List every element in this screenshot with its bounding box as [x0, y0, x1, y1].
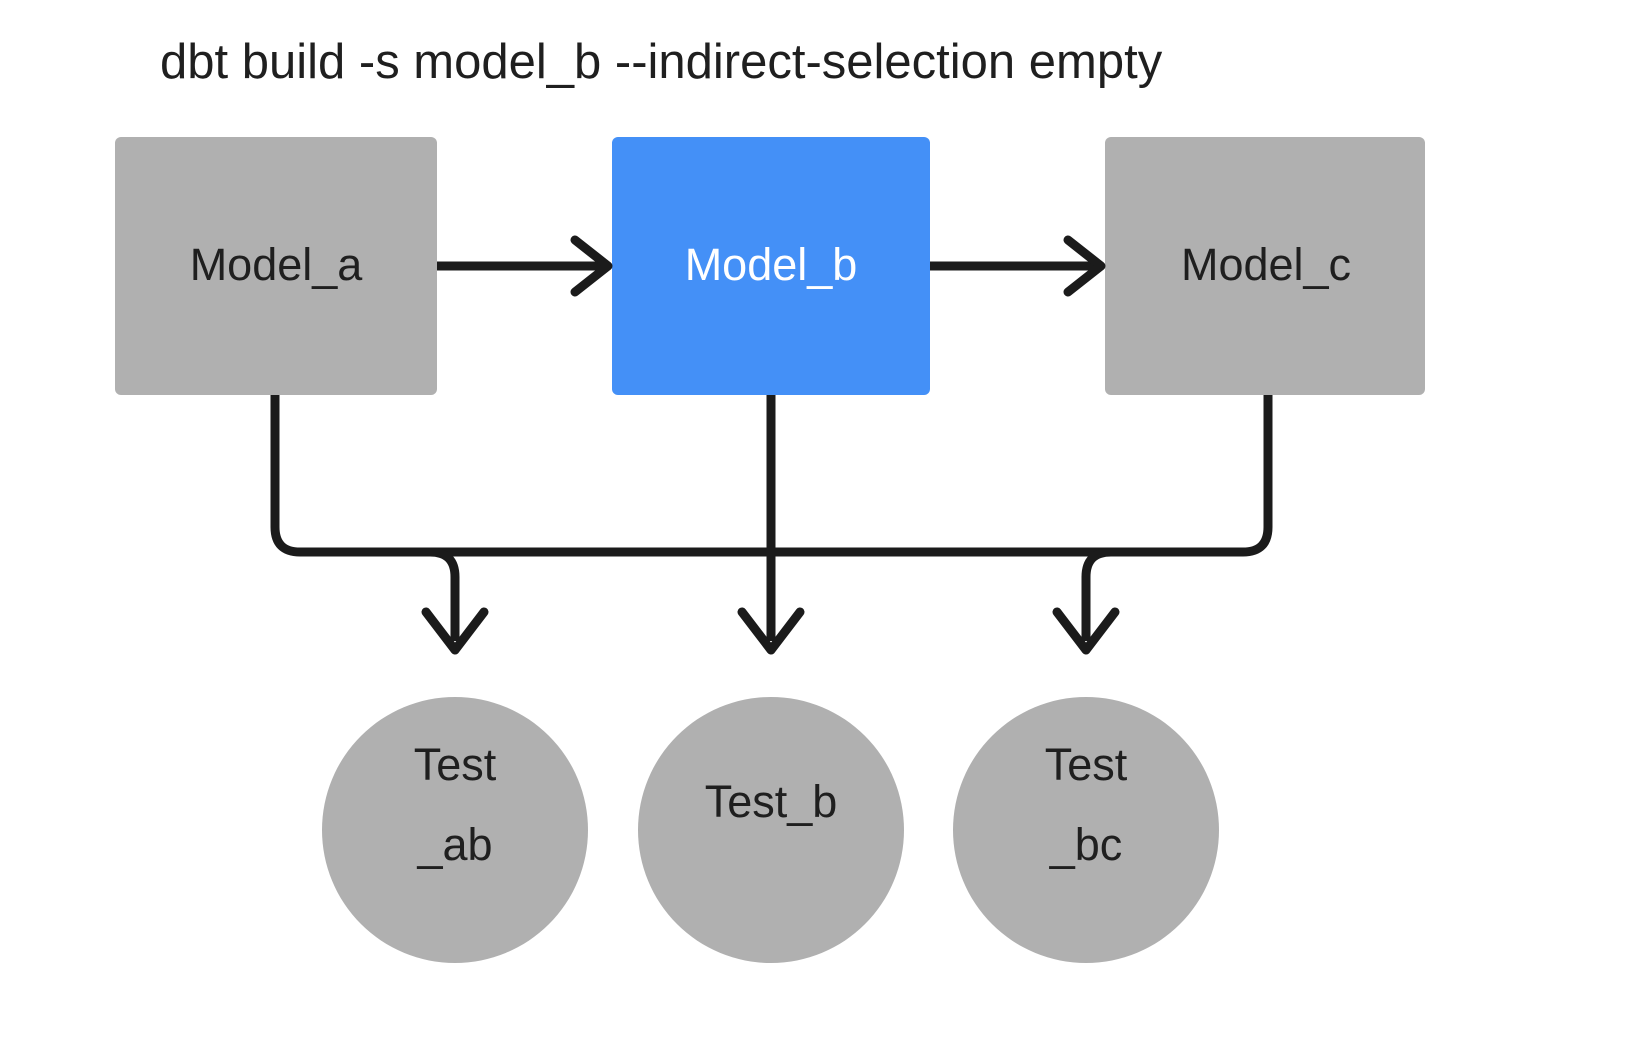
edge-model-a-to-model-b	[437, 235, 613, 297]
model-b-label: Model_b	[685, 239, 858, 290]
edge-branch-to-test-ab	[421, 547, 489, 655]
model-b-shape[interactable]	[612, 137, 930, 395]
test-bc-label-line1: Test	[1045, 739, 1128, 790]
edge-model-b-to-model-c	[930, 235, 1106, 297]
test-b-shape[interactable]	[638, 697, 904, 963]
node-model-c[interactable]: Model_c	[1105, 137, 1425, 395]
test-ab-shape[interactable]	[322, 697, 588, 963]
test-b-label-line1: Test_b	[705, 776, 838, 827]
test-ab-label-line1: Test	[414, 739, 497, 790]
model-a-shape[interactable]	[115, 137, 437, 395]
node-model-a[interactable]: Model_a	[115, 137, 437, 395]
edge-branch-to-test-bc	[1052, 547, 1120, 655]
node-test-b[interactable]: Test_b	[638, 697, 904, 963]
test-bc-label-line2: _bc	[1049, 819, 1123, 870]
edge-model-c-to-test-bc	[1086, 395, 1273, 557]
node-test-ab[interactable]: Test _ab	[322, 697, 588, 963]
edge-model-a-to-test-ab	[270, 395, 455, 557]
model-c-label: Model_c	[1181, 239, 1351, 290]
test-ab-label-line2: _ab	[416, 819, 492, 870]
node-model-b[interactable]: Model_b	[612, 137, 930, 395]
test-bc-shape[interactable]	[953, 697, 1219, 963]
diagram-title: dbt build -s model_b --indirect-selectio…	[160, 35, 1163, 89]
model-c-shape[interactable]	[1105, 137, 1425, 395]
node-test-bc[interactable]: Test _bc	[953, 697, 1219, 963]
edge-model-b-to-test-b	[737, 395, 805, 655]
model-a-label: Model_a	[190, 239, 364, 290]
